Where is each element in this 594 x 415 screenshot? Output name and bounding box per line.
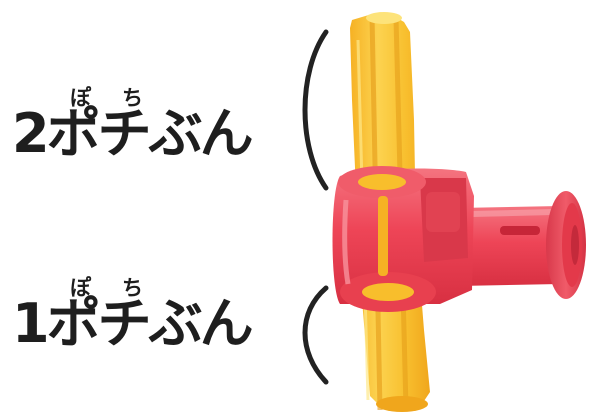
- label-text: 1ポチぶん: [12, 292, 254, 355]
- ruby-po: ぽ: [70, 276, 91, 300]
- ruby-chi: ち: [122, 86, 143, 110]
- bracket-upper: [302, 29, 329, 191]
- bracket-lower: [302, 285, 329, 385]
- red-connector: [332, 166, 586, 312]
- ruby-chi: ち: [122, 276, 143, 300]
- label-text: 2ポチぶん: [12, 102, 254, 165]
- ruby-po: ぽ: [70, 86, 91, 110]
